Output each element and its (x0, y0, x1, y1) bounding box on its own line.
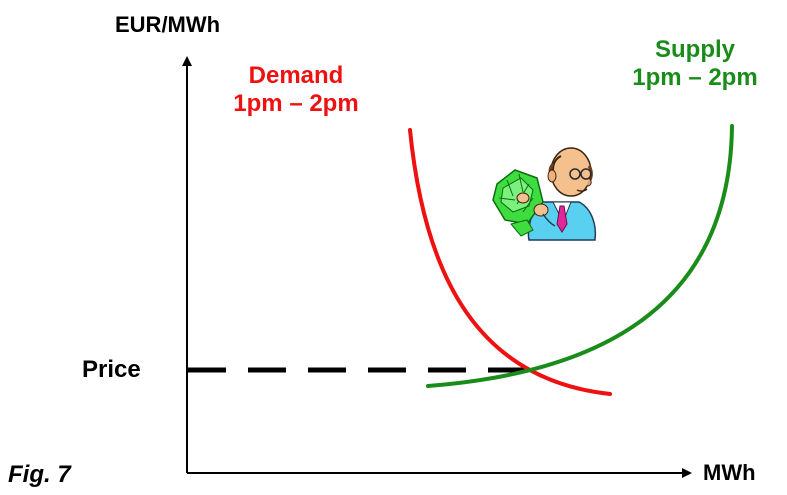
x-axis-label: MWh (703, 460, 756, 485)
supply-curve (426, 124, 734, 388)
y-axis-label: EUR/MWh (115, 12, 221, 37)
businessman-holding-money-icon (492, 147, 597, 241)
supply-period: 1pm – 2pm (632, 63, 758, 91)
supply-name: Supply (654, 36, 735, 63)
demand-label: Demand 1pm – 2pm (207, 62, 385, 117)
demand-period: 1pm – 2pm (233, 89, 359, 117)
demand-name: Demand (248, 62, 344, 89)
price-label: Price (82, 356, 141, 383)
supply-label: Supply 1pm – 2pm (606, 36, 784, 91)
figure-label: Fig. 7 (8, 461, 71, 488)
demand-curve (408, 128, 612, 396)
